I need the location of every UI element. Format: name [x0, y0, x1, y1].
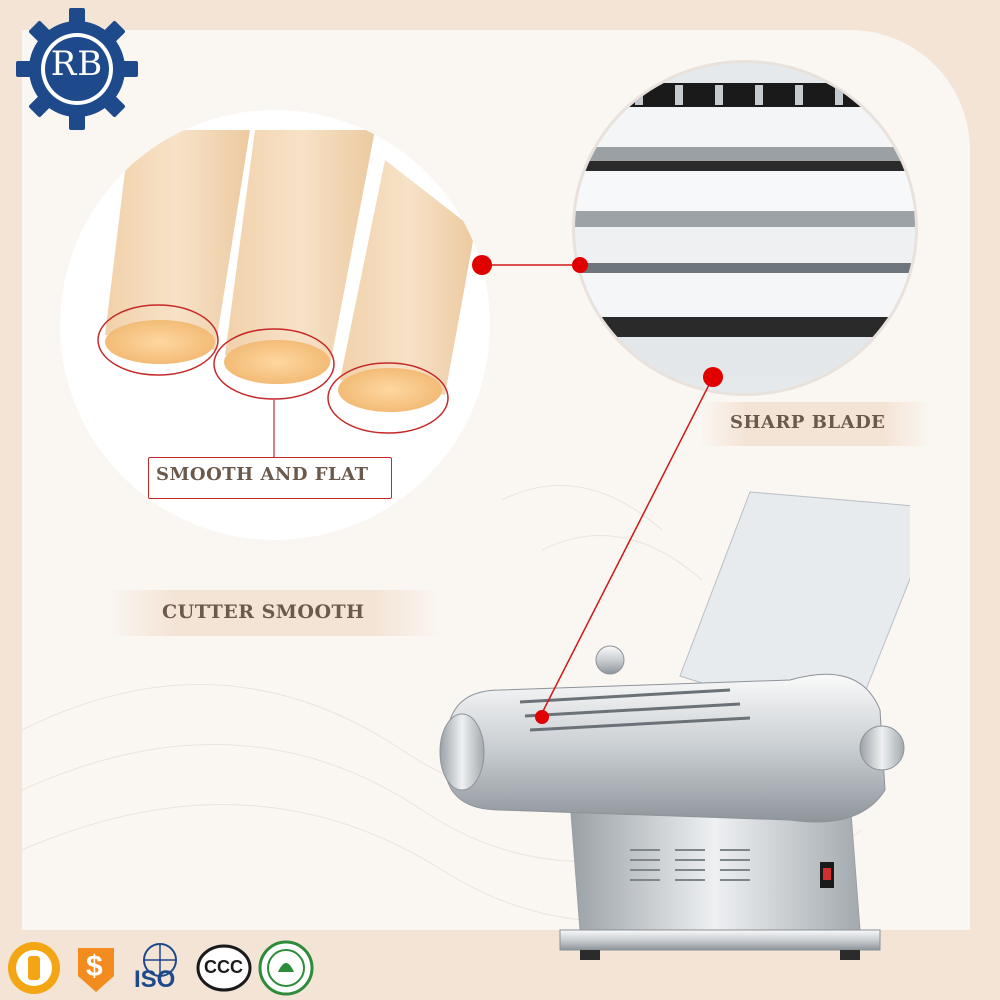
green-food-icon — [258, 940, 314, 996]
blade-illustration — [575, 63, 915, 393]
noodle-illustration — [97, 130, 475, 460]
iso-icon: ISO — [130, 940, 190, 996]
ccc-icon: CCC — [196, 940, 252, 996]
brand-logo — [16, 8, 138, 130]
dollar-sign: $ — [86, 950, 103, 983]
ccc-text: CCC — [204, 957, 243, 977]
iso-text: ISO — [134, 966, 176, 993]
smooth-flat-label: SMOOTH AND FLAT — [156, 464, 369, 485]
sharp-blade-banner — [700, 402, 930, 446]
logo-text: RB — [50, 44, 104, 84]
energy-saving-icon — [8, 942, 60, 994]
cutter-smooth-label: CUTTER SMOOTH — [162, 601, 365, 623]
price-icon: $ — [68, 940, 124, 996]
cutter-smooth-banner — [108, 590, 440, 636]
blade-closeup — [572, 60, 918, 396]
sharp-blade-label: SHARP BLADE — [730, 412, 886, 433]
certification-row: $ ISO CCC — [6, 940, 314, 996]
smooth-flat-callout — [148, 457, 392, 499]
pasta-machine — [439, 491, 910, 960]
